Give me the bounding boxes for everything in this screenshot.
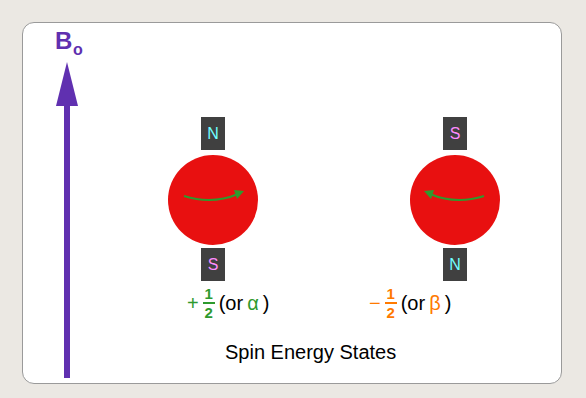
paren: )	[263, 293, 270, 313]
fraction-bar	[385, 302, 397, 304]
alpha-state-label: +12(orα)	[187, 286, 269, 320]
pole-letter: N	[449, 257, 461, 273]
sign: +	[187, 293, 199, 313]
pole-letter: N	[207, 126, 219, 142]
spin-symbol: α	[247, 293, 259, 313]
field-subscript: o	[73, 42, 83, 58]
fraction: 12	[385, 286, 397, 320]
nucleus-sphere	[410, 155, 500, 245]
fraction-denominator: 2	[387, 305, 395, 320]
spin-arrow	[184, 190, 244, 200]
magnet-pole: S	[201, 248, 225, 281]
fraction-bar	[203, 302, 215, 304]
magnet-pole: S	[443, 117, 467, 150]
pole-letter: S	[450, 126, 461, 142]
field-symbol: B	[55, 29, 72, 53]
paren: )	[445, 293, 452, 313]
magnet-pole: N	[443, 248, 467, 281]
states-caption: Spin Energy States	[225, 342, 396, 362]
fraction-numerator: 1	[387, 286, 395, 301]
sign: −	[369, 293, 381, 313]
pole-letter: S	[208, 257, 219, 273]
or-text: (or	[401, 293, 425, 313]
field-arrow	[56, 62, 78, 378]
fraction-numerator: 1	[205, 286, 213, 301]
spin-arrow	[424, 190, 484, 200]
beta-state-label: −12(orβ)	[369, 286, 451, 320]
nucleus-sphere	[168, 155, 258, 245]
or-text: (or	[219, 293, 243, 313]
fraction: 12	[203, 286, 215, 320]
fraction-denominator: 2	[205, 305, 213, 320]
spin-symbol: β	[429, 293, 441, 313]
magnet-pole: N	[201, 117, 225, 150]
